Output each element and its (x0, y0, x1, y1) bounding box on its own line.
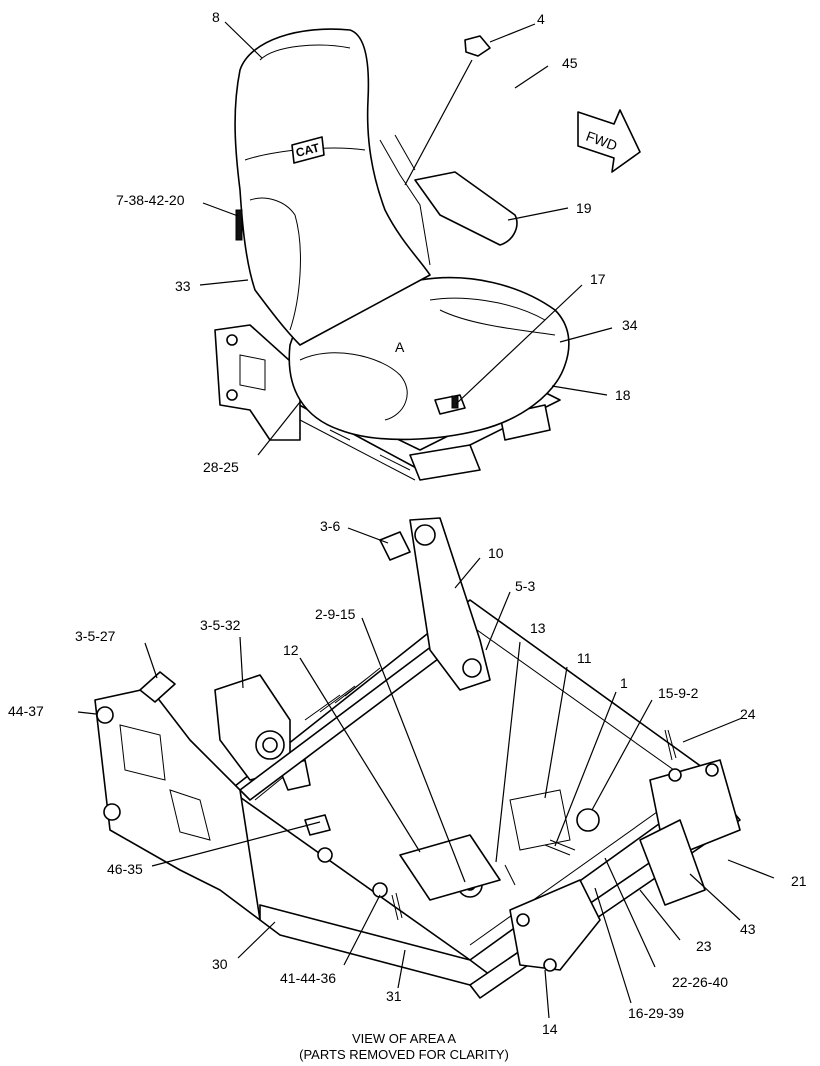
callout-24: 24 (740, 706, 756, 722)
callout-46-35: 46-35 (107, 861, 143, 877)
callout-16-29-39: 16-29-39 (628, 1005, 684, 1021)
callout-2-9-15: 2-9-15 (315, 606, 356, 622)
forward-arrow: FWD (577, 109, 641, 173)
callout-22-26-40: 22-26-40 (672, 974, 728, 990)
callout-43: 43 (740, 921, 756, 937)
adjust-knob (464, 35, 491, 57)
callout-21: 21 (791, 873, 807, 889)
callout-14: 14 (542, 1021, 558, 1037)
callout-10: 10 (488, 545, 504, 561)
callout-31: 31 (386, 988, 402, 1004)
seat-side-bracket (214, 324, 301, 441)
callout-28-25: 28-25 (203, 459, 239, 475)
armrest (414, 171, 518, 246)
cat-logo: CAT (291, 136, 325, 164)
seat-base-assembly (94, 517, 741, 999)
callout-17: 17 (590, 271, 606, 287)
callout-13: 13 (530, 620, 546, 636)
callout-45: 45 (562, 55, 578, 71)
caption-line-2: (PARTS REMOVED FOR CLARITY) (299, 1047, 509, 1062)
callout-18: 18 (615, 387, 631, 403)
area-label-a: A (395, 339, 405, 355)
leader-lines-bottom (77, 527, 775, 1019)
callout-11: 11 (577, 650, 592, 666)
seat-assembly: CAT (214, 28, 570, 481)
backrest-switch (235, 209, 243, 241)
callout-23: 23 (696, 938, 712, 954)
callout-1: 1 (620, 675, 628, 691)
callout-34: 34 (622, 317, 638, 333)
view-caption: VIEW OF AREA A (PARTS REMOVED FOR CLARIT… (299, 1031, 509, 1062)
callout-3-5-27: 3-5-27 (75, 628, 116, 644)
callout-7-38-42-20: 7-38-42-20 (116, 192, 185, 208)
callout-30: 30 (212, 956, 228, 972)
callout-4: 4 (537, 11, 545, 27)
left-side-plate (94, 687, 261, 921)
callout-3-6: 3-6 (320, 518, 340, 534)
callout-15-9-2: 15-9-2 (658, 685, 699, 701)
callout-44-37: 44-37 (8, 703, 44, 719)
callout-41-44-36: 41-44-36 (280, 970, 336, 986)
callout-3-5-32: 3-5-32 (200, 617, 241, 633)
caption-line-1: VIEW OF AREA A (352, 1031, 456, 1046)
seat-backrest (234, 28, 431, 346)
callout-5-3: 5-3 (515, 578, 535, 594)
callout-labels: 8 4 45 7-38-42-20 19 33 17 34 18 28-25 3… (8, 9, 807, 1037)
suspension-arm (409, 517, 491, 691)
callout-33: 33 (175, 278, 191, 294)
leader-lines-top (199, 21, 613, 456)
callout-12: 12 (283, 642, 299, 658)
logo-text: CAT (294, 140, 321, 159)
callout-19: 19 (576, 200, 592, 216)
callout-8: 8 (212, 9, 220, 25)
